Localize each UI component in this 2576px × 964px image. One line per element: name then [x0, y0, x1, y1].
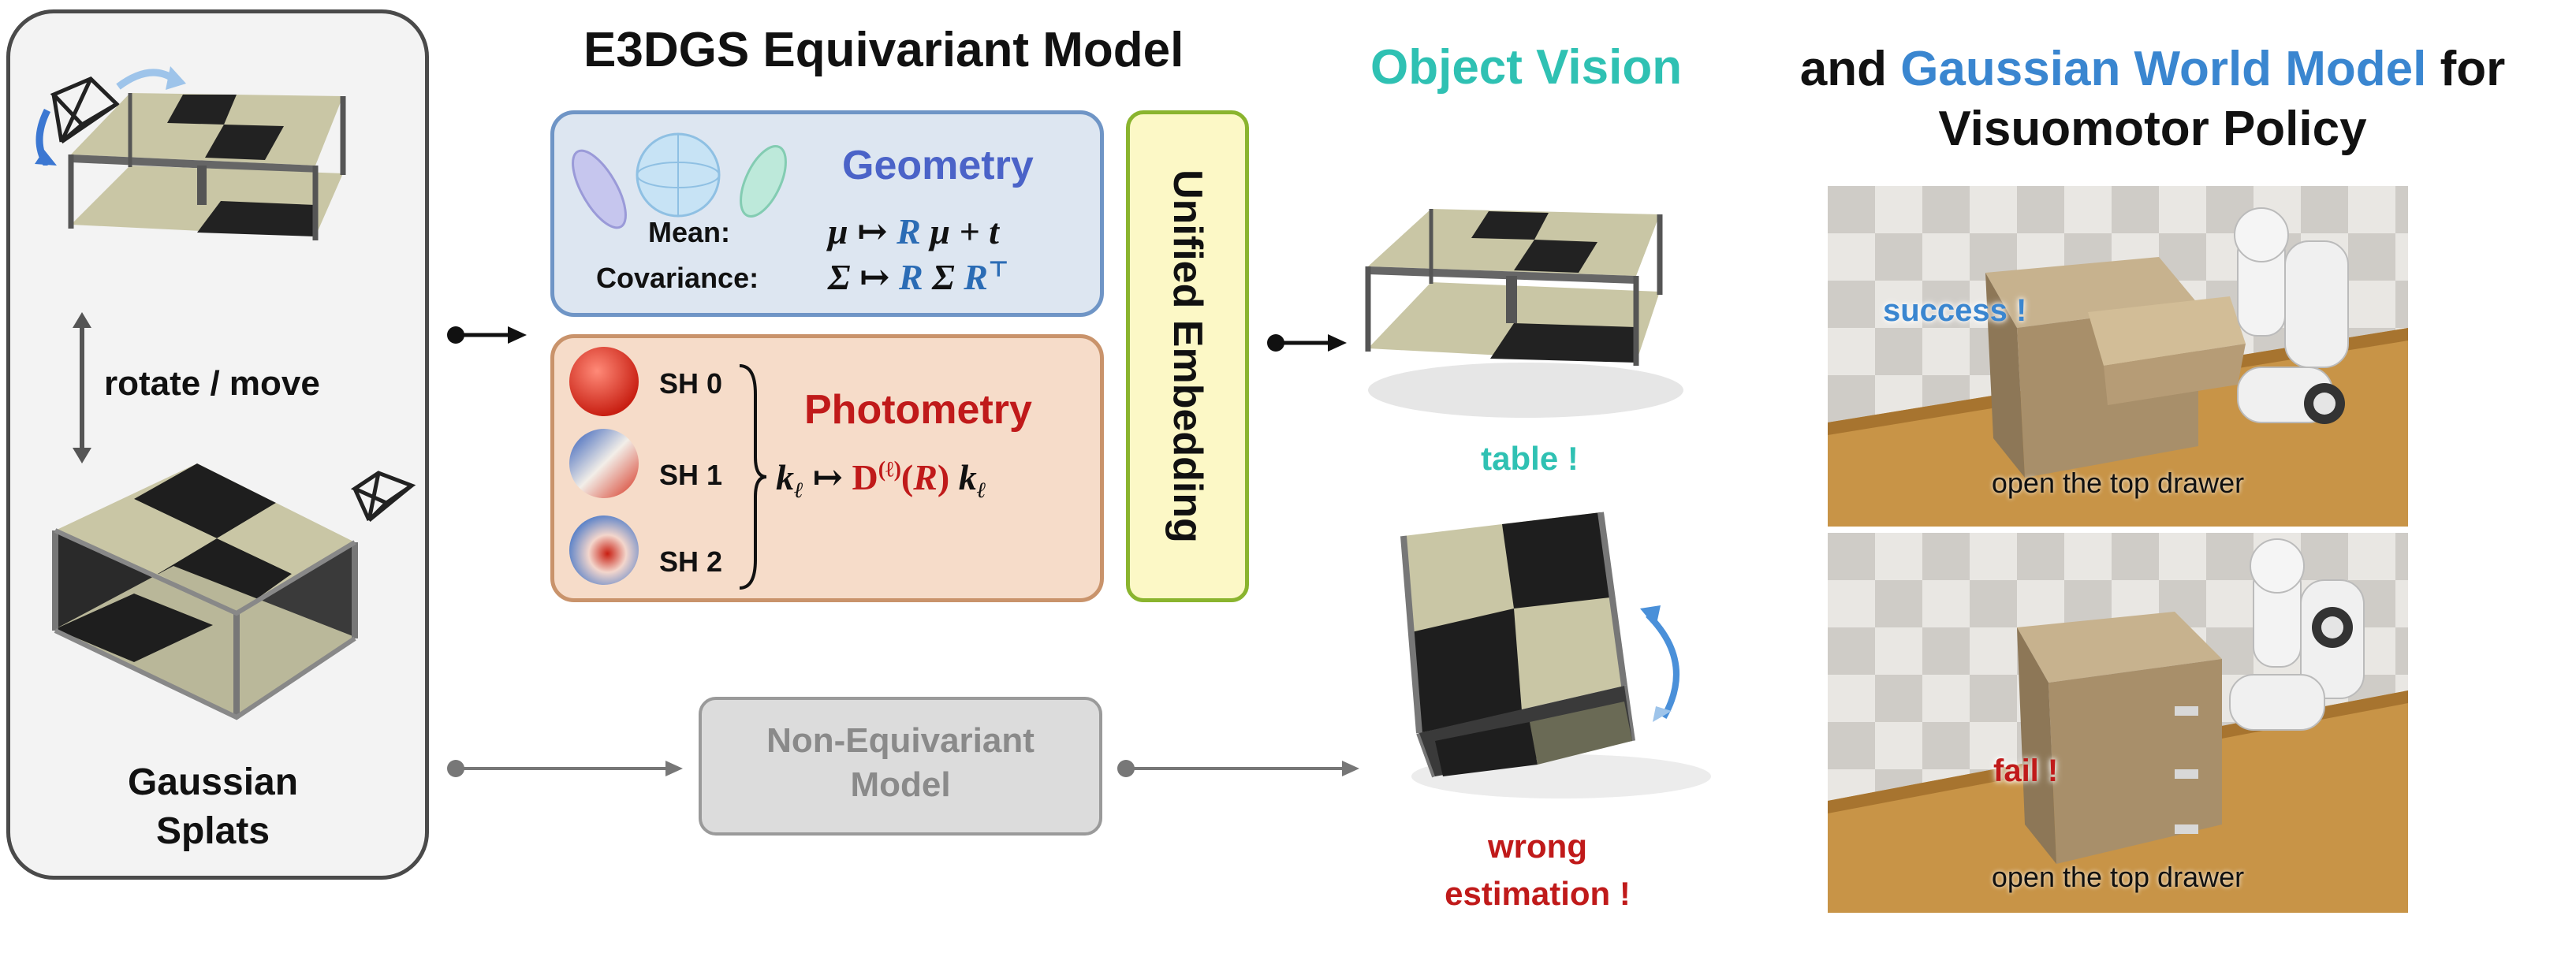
title-for: for	[2440, 42, 2506, 96]
covariance-label: Covariance:	[596, 262, 759, 294]
table-splat-rotated	[52, 463, 358, 720]
arrow-to-object-vision	[1267, 334, 1347, 352]
unified-embedding-label: Unified Embedding	[1165, 169, 1210, 543]
photometry-equation: kℓ ↦ D(ℓ)(R) kℓ	[776, 457, 986, 504]
world-model-title: and Gaussian World Model for Visuomotor …	[1735, 39, 2570, 159]
gaussian-ellipsoids-icon	[572, 132, 787, 229]
arrow-to-equivariant	[447, 326, 527, 344]
instruction-top: open the top drawer	[1991, 467, 2245, 499]
sh1-label: SH 1	[659, 459, 723, 491]
rotate-move-label: rotate / move	[104, 364, 320, 403]
object-vision-title: Object Vision	[1370, 40, 1683, 95]
mean-label: Mean:	[648, 216, 731, 248]
wrong-line1: wrong	[1488, 828, 1587, 865]
spherical-harmonics-icons	[569, 347, 639, 585]
photometry-box	[550, 334, 1104, 602]
robot-photo-success: success ! open the top drawer	[1828, 186, 2408, 527]
robot-photo-fail: fail ! open the top drawer	[1828, 533, 2408, 913]
brace-icon	[739, 364, 767, 590]
equivariant-model-title: E3DGS Equivariant Model	[583, 23, 1184, 77]
wrong-estimation-label: wrong estimation !	[1419, 823, 1656, 917]
table-correct-estimation	[1365, 209, 1683, 418]
success-label: success !	[1883, 293, 2027, 328]
geometry-box	[550, 110, 1104, 317]
title-gaussian-world-model: Gaussian World Model	[1900, 42, 2427, 96]
nonequivariant-text: Non-Equivariant Model	[699, 719, 1102, 807]
covariance-equation: Σ ↦ R Σ R⊤	[828, 257, 1009, 297]
nonequivariant-line1: Non-Equivariant	[766, 721, 1035, 760]
caption-line2: Splats	[155, 810, 270, 852]
sh2-label: SH 2	[659, 545, 723, 578]
camera-rotate-icon	[35, 66, 186, 166]
mean-equation: μ ↦ R μ + t	[828, 211, 999, 251]
photometry-title: Photometry	[804, 387, 1032, 433]
fail-label: fail !	[1993, 754, 2059, 788]
wrong-line2: estimation !	[1445, 875, 1631, 912]
robot-scene-fail	[1828, 533, 2408, 913]
sh0-label: SH 0	[659, 367, 723, 400]
table-splat-original	[68, 93, 346, 240]
table-wrong-estimation	[1400, 512, 1711, 798]
unified-embedding-box	[1126, 110, 1249, 602]
nonequivariant-box	[699, 697, 1102, 836]
correct-label: table !	[1481, 440, 1579, 477]
double-arrow-icon	[73, 312, 91, 463]
world-model-title-line2: Visuomotor Policy	[1938, 102, 2367, 156]
caption-line1: Gaussian	[127, 761, 299, 803]
instruction-bottom: open the top drawer	[1991, 861, 2245, 893]
robot-scene-success	[1828, 186, 2408, 527]
geometry-title: Geometry	[842, 143, 1034, 188]
arrow-from-nonequivariant	[1117, 760, 1359, 777]
arrow-to-nonequivariant	[447, 760, 683, 777]
gaussian-splats-caption: Gaussian Splats	[87, 758, 339, 856]
title-and: and	[1799, 42, 1887, 96]
world-model-title-line1: and Gaussian World Model for	[1735, 39, 2570, 99]
camera-icon	[350, 471, 416, 522]
nonequivariant-line2: Model	[850, 765, 951, 804]
